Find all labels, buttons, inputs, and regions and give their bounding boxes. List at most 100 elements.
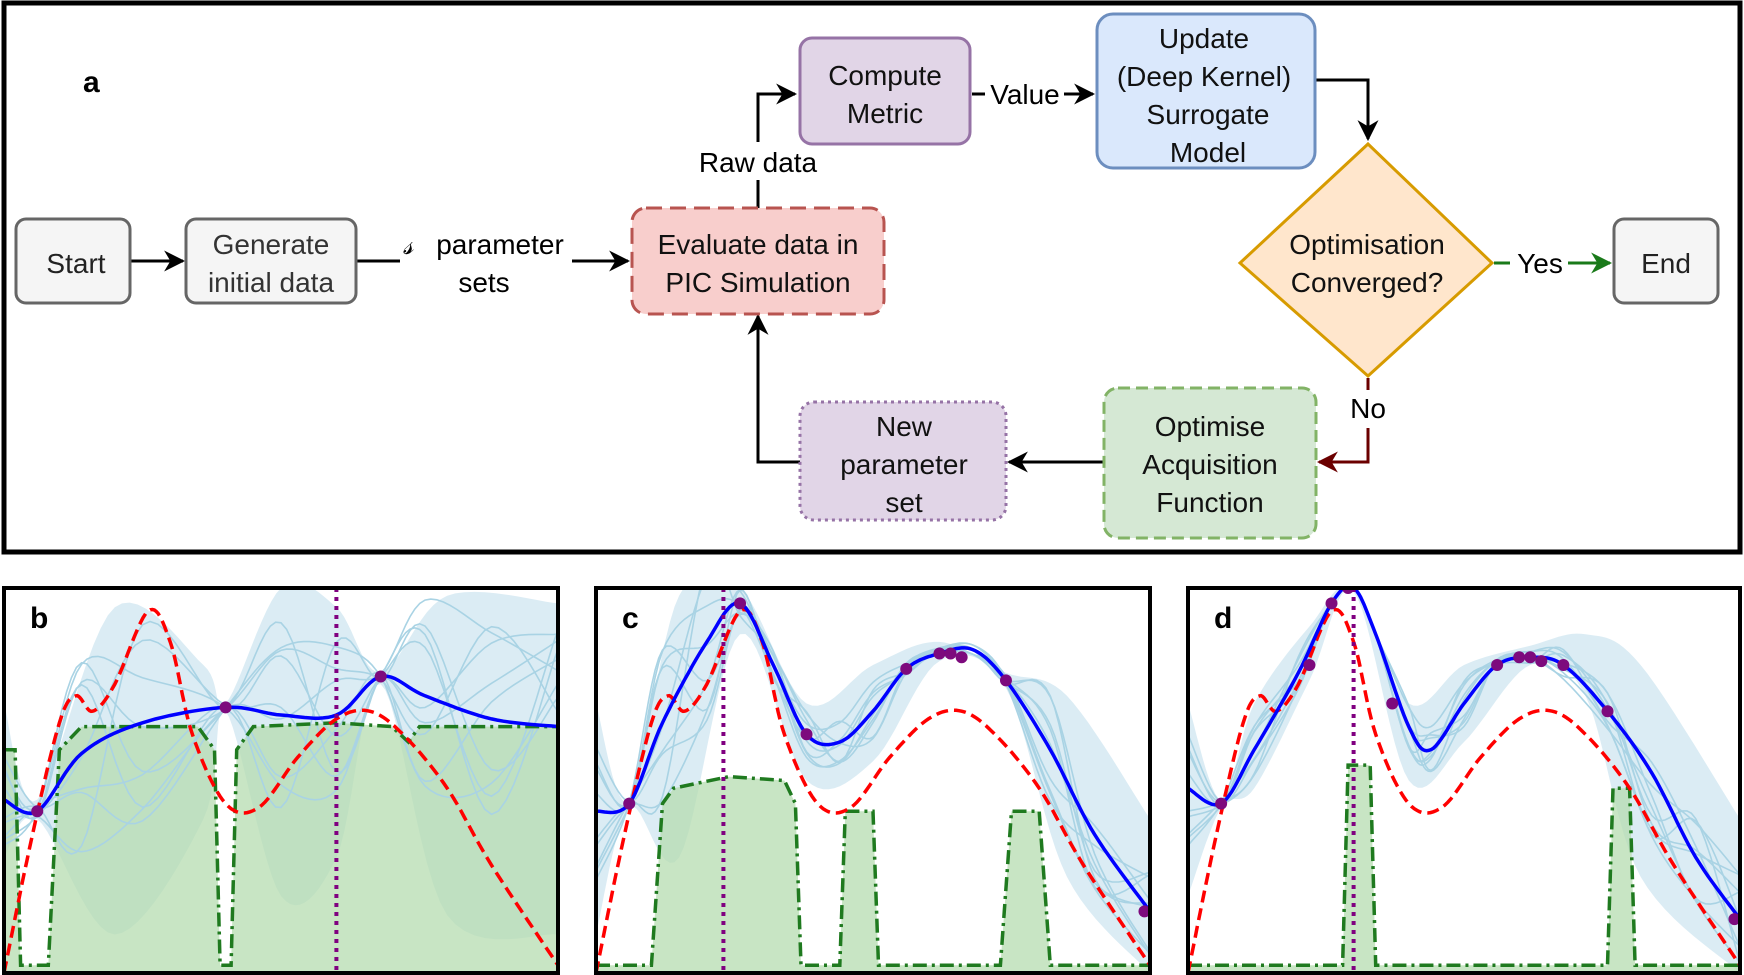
- node-start-box: [14, 217, 132, 305]
- plot-d-label: d: [1214, 602, 1232, 635]
- plot-d-acquisition-line: [1188, 763, 1740, 968]
- node-update-line4: Model: [1170, 137, 1246, 168]
- plot-d-observation-point: [1325, 597, 1338, 610]
- node-end-text: End: [1641, 248, 1691, 279]
- node-newparam-line2: parameter: [840, 449, 968, 480]
- plot-d-objective-curve: [1188, 607, 1740, 973]
- node-generate: Generate initial data: [184, 217, 358, 305]
- edge-labels: 𝓈 parameter sets Raw data Value Yes No: [403, 79, 1563, 424]
- plot-d-observation-point: [1303, 659, 1316, 671]
- plot-b-posterior-sample: [4, 640, 558, 825]
- plot-d-uncertainty-band: [1188, 588, 1740, 973]
- plot-d-observation-point: [1513, 651, 1526, 664]
- node-evaluate-line2: PIC Simulation: [665, 267, 850, 298]
- plot-c-observation-point: [944, 647, 957, 660]
- node-converged-diamond: [1237, 141, 1495, 379]
- raw-data-label: Raw data: [699, 147, 818, 178]
- node-compute-line2: Metric: [847, 98, 923, 129]
- plot-b-observation-point: [219, 701, 232, 714]
- plot-b-acquisition-area: [4, 722, 558, 973]
- plot-c-observation-point: [1138, 905, 1150, 918]
- node-update-line1: Update: [1159, 23, 1249, 54]
- plot-c-posterior-sample: [596, 588, 1150, 879]
- node-optimise-line1: Optimise: [1155, 411, 1265, 442]
- plot-d-observation-point: [1601, 705, 1614, 718]
- node-compute-box: [798, 36, 972, 146]
- plot-d-content: [1188, 588, 1740, 973]
- value-label: Value: [990, 79, 1060, 110]
- plot-b-observation-point: [374, 670, 387, 683]
- plot-c-observation-point: [900, 662, 913, 675]
- node-update-line2: (Deep Kernel): [1117, 61, 1291, 92]
- plot-b-posterior-sample: [4, 633, 558, 841]
- edge-raw-compute: [756, 83, 798, 142]
- plot-b-posterior-mean: [4, 674, 558, 816]
- node-start: Start: [14, 217, 132, 305]
- flow-edges: [131, 78, 1613, 473]
- panel-c: c: [594, 586, 1152, 975]
- node-converged-line1: Optimisation: [1289, 229, 1445, 260]
- panel-b: b: [2, 586, 560, 975]
- node-generate-line2: initial data: [208, 267, 335, 298]
- node-newparam-line3: set: [885, 487, 923, 518]
- plot-d-posterior-sample: [1188, 588, 1740, 876]
- node-evaluate: Evaluate data in PIC Simulation: [630, 206, 886, 316]
- node-update: Update (Deep Kernel) Surrogate Model: [1095, 12, 1317, 170]
- plot-c-objective-curve: [596, 607, 1150, 973]
- plot-b-observation-point: [31, 805, 44, 818]
- plot-c-content: [596, 588, 1150, 973]
- plot-d-observation-point: [1535, 655, 1548, 668]
- node-optimise: Optimise Acquisition Function: [1102, 386, 1318, 540]
- panel-d: d: [1186, 586, 1742, 975]
- edge-update-converged: [1316, 78, 1379, 142]
- plot-d-observation-point: [1491, 659, 1504, 671]
- plot-b-posterior-sample: [4, 598, 558, 853]
- plot-b-content: [4, 588, 558, 973]
- edge-newparam-evaluate: [747, 313, 800, 464]
- node-converged: Optimisation Converged?: [1237, 141, 1495, 379]
- plot-c-observation-point: [933, 647, 946, 660]
- plot-c-frame: [594, 586, 1152, 975]
- node-compute: Compute Metric: [798, 36, 972, 146]
- plot-b-posterior-sample: [4, 658, 558, 838]
- node-generate-line1: Generate: [213, 229, 330, 260]
- plot-c-posterior-mean: [596, 601, 1150, 913]
- plot-d-observation-point: [1557, 659, 1570, 671]
- plot-d-observation-point: [1386, 697, 1399, 710]
- sets-label-line1: parameter: [436, 229, 564, 260]
- plot-b-objective-curve: [4, 607, 558, 973]
- plot-b-posterior-sample: [4, 622, 558, 820]
- plot-d-frame: [1186, 586, 1742, 975]
- node-optimise-line2: Acquisition: [1142, 449, 1277, 480]
- node-start-text: Start: [46, 248, 105, 279]
- node-end: End: [1612, 217, 1720, 305]
- plot-c-posterior-sample: [596, 609, 1150, 955]
- plot-c-acquisition-line: [596, 774, 1150, 968]
- plot-c-posterior-sample: [596, 605, 1150, 909]
- plot-c-observation-point: [734, 597, 747, 610]
- node-evaluate-line1: Evaluate data in: [658, 229, 859, 260]
- plot-d-posterior-sample: [1188, 588, 1740, 964]
- plot-d-posterior-sample: [1188, 588, 1740, 948]
- plot-d-posterior-sample: [1188, 588, 1740, 948]
- plot-b-posterior-sample: [4, 620, 558, 855]
- plot-c-label: c: [622, 602, 639, 635]
- sets-label-line2: sets: [458, 267, 509, 298]
- plot-d-posterior-mean: [1188, 588, 1740, 921]
- plot-c-observation-point: [955, 651, 968, 664]
- plot-b-label: b: [30, 602, 48, 635]
- node-newparam-line1: New: [876, 411, 933, 442]
- no-label: No: [1350, 393, 1386, 424]
- node-optimise-box: [1102, 386, 1318, 540]
- node-compute-line1: Compute: [828, 60, 942, 91]
- node-optimise-line3: Function: [1156, 487, 1263, 518]
- node-evaluate-box: [630, 206, 886, 316]
- panel-a: a 𝓈 parameter sets Raw data Value Yes: [1, 0, 1743, 555]
- plot-c-observation-point: [999, 674, 1012, 687]
- plot-b-acquisition-line: [4, 721, 558, 968]
- plot-c-posterior-sample: [596, 611, 1150, 905]
- plot-d-observation-point: [1215, 797, 1228, 810]
- plot-d-observation-point: [1728, 913, 1740, 926]
- plot-d-observation-point: [1524, 651, 1537, 664]
- node-newparam: New parameter set: [798, 400, 1008, 522]
